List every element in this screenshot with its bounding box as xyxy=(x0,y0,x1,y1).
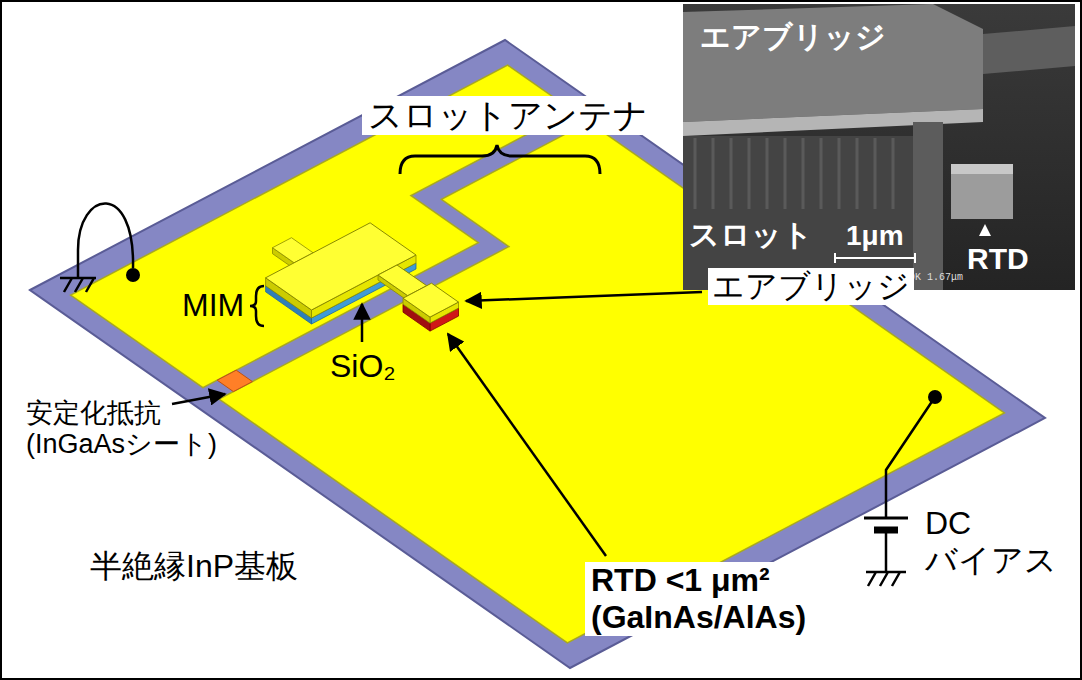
sem-air-bridge xyxy=(683,4,983,122)
battery-symbol xyxy=(874,527,898,534)
battery-symbol xyxy=(864,517,908,520)
sem-slot-wall xyxy=(683,136,913,290)
photo-label: エアブリッジ xyxy=(700,20,886,55)
photo-label: スロット xyxy=(689,218,813,253)
scale-label: 1μm xyxy=(846,220,904,252)
air-bridge-label: エアブリッジ xyxy=(708,268,914,305)
antenna-label: スロットアンテナ xyxy=(362,96,654,135)
photo-label: RTD xyxy=(967,242,1029,277)
oxide-label: SiO₂ xyxy=(330,348,396,385)
bias-wire xyxy=(885,533,888,572)
rtd-label: RTD <1 μm² (GaInAs/AlAs) xyxy=(585,562,823,636)
ground-wire xyxy=(78,203,133,268)
substrate-label: 半絶縁InP基板 xyxy=(90,548,298,585)
ground-wire xyxy=(77,250,80,278)
antenna-bracket xyxy=(400,145,600,174)
bias-label: DC バイアス xyxy=(925,505,1057,579)
sem-background xyxy=(683,4,1075,290)
ground-symbol xyxy=(60,278,96,292)
sem-pointer xyxy=(979,224,991,236)
leader-arrow xyxy=(361,304,364,342)
rtd-contact-top xyxy=(403,283,459,317)
bias-wire xyxy=(886,397,935,518)
leader-arrow xyxy=(448,334,606,556)
mim-bracket xyxy=(250,286,264,326)
sem-rtd-post xyxy=(951,174,1013,219)
bias-electrode xyxy=(219,122,1004,643)
mim-label: MIM xyxy=(182,287,244,324)
leader-arrow xyxy=(172,394,225,404)
leader-arrow xyxy=(466,292,702,301)
ground-symbol xyxy=(866,572,906,586)
sem-photo-inset: エアブリッジスロット1μmRTD15.0kV X18.0K 1.67μm xyxy=(683,4,1075,290)
stabilizing-resistor xyxy=(217,370,252,391)
resistor-label: 安定化抵抗 (InGaAsシート) xyxy=(26,398,231,460)
sem-slot-edge xyxy=(913,122,943,290)
sem-wall-texture xyxy=(695,138,893,209)
sem-rtd-top xyxy=(951,164,1013,174)
scale-bar xyxy=(835,253,915,263)
contact-dot xyxy=(126,268,140,282)
sem-structure xyxy=(983,26,1075,74)
